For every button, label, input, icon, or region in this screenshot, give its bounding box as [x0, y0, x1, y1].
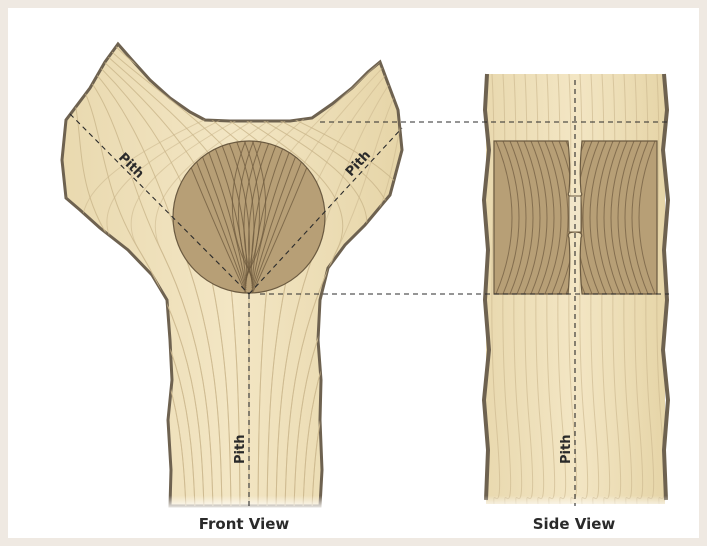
pith-label-side-trunk: Pith — [559, 435, 574, 464]
front-view-cut-section — [173, 140, 325, 294]
front-view-caption: Front View — [199, 515, 290, 533]
pith-label-front-trunk: Pith — [233, 435, 248, 464]
side-view-caption: Side View — [533, 515, 616, 533]
